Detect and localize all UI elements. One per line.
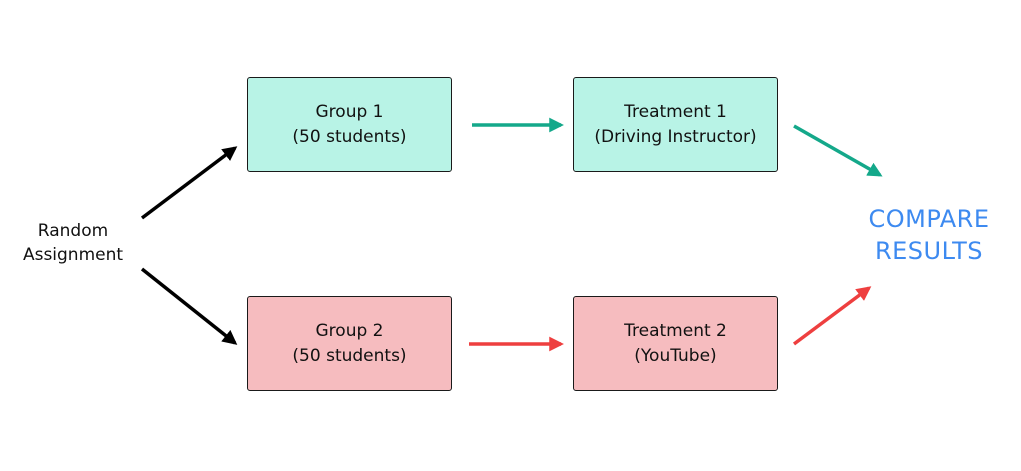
compare-results-line1: COMPARE bbox=[868, 205, 990, 233]
arrow-assignment-to-group1 bbox=[140, 146, 238, 220]
group-2-box: Group 2 (50 students) bbox=[247, 296, 452, 391]
group-2-size: (50 students) bbox=[292, 345, 407, 366]
treatment-1-method: (Driving Instructor) bbox=[594, 126, 757, 147]
arrow-assignment-to-group2 bbox=[140, 267, 238, 345]
random-assignment-line1: Random bbox=[37, 221, 109, 241]
treatment-1-box: Treatment 1 (Driving Instructor) bbox=[573, 77, 778, 172]
compare-results-label: COMPARE RESULTS bbox=[852, 203, 1006, 267]
random-assignment-line2: Assignment bbox=[22, 245, 124, 265]
group-2-title: Group 2 bbox=[315, 320, 384, 341]
compare-results-line2: RESULTS bbox=[874, 237, 984, 265]
treatment-2-title: Treatment 2 bbox=[624, 320, 727, 341]
treatment-1-title: Treatment 1 bbox=[624, 101, 727, 122]
arrow-treatment1-to-compare bbox=[793, 124, 883, 177]
group-1-title: Group 1 bbox=[315, 101, 384, 122]
arrow-treatment2-to-compare bbox=[792, 286, 872, 346]
group-1-box: Group 1 (50 students) bbox=[247, 77, 452, 172]
treatment-2-box: Treatment 2 (YouTube) bbox=[573, 296, 778, 391]
treatment-2-method: (YouTube) bbox=[634, 345, 717, 366]
group-1-size: (50 students) bbox=[292, 126, 407, 147]
random-assignment-label: Random Assignment bbox=[10, 219, 136, 267]
